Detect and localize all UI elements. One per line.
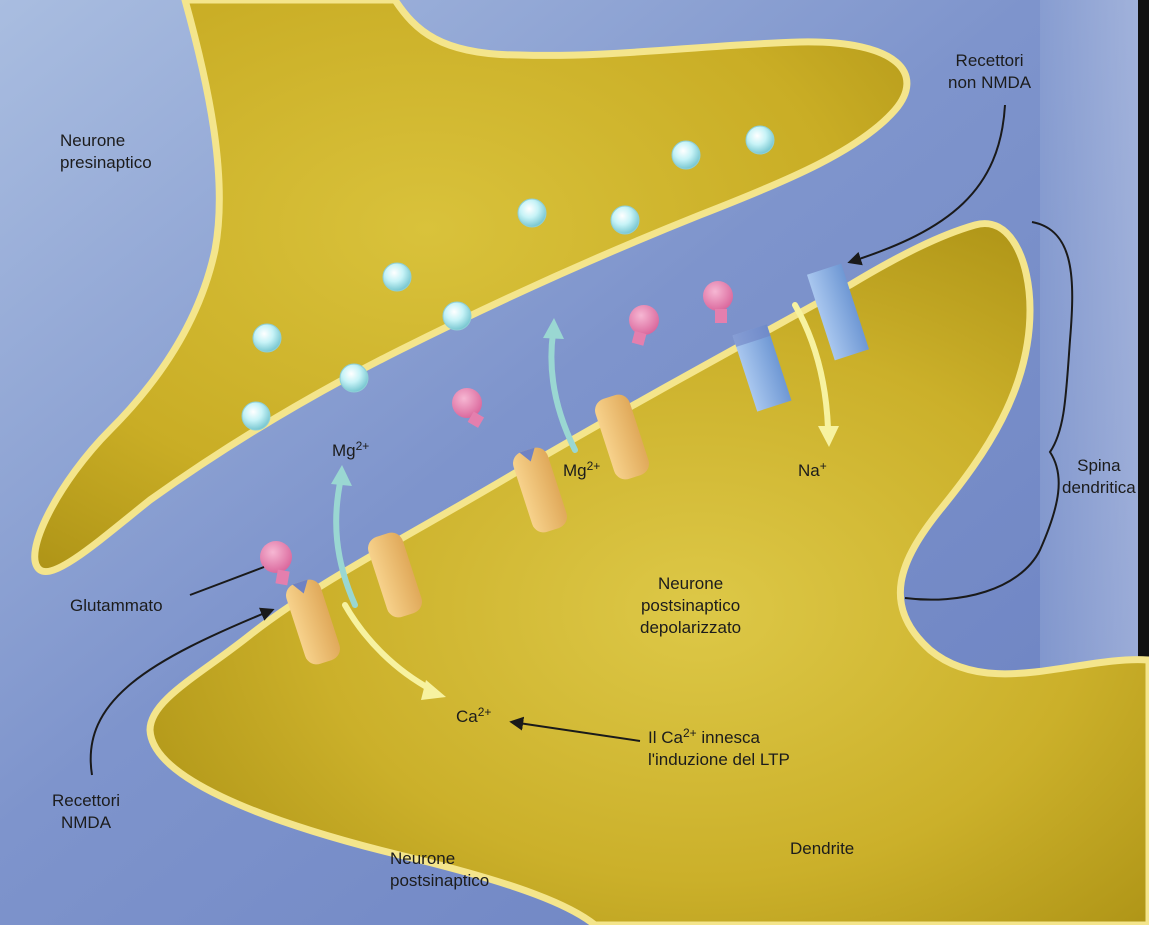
na-ion-label: Na+ bbox=[798, 460, 827, 482]
non-nmda-receptors-label: Recettori non NMDA bbox=[948, 50, 1031, 94]
vesicle bbox=[518, 199, 546, 227]
ion-symbol: Mg bbox=[563, 461, 587, 480]
postsynaptic-neuron-label: Neurone postsinaptico bbox=[390, 848, 489, 892]
ion-charge: + bbox=[820, 459, 827, 473]
label-line: postsinaptico bbox=[390, 870, 489, 892]
vesicle bbox=[672, 141, 700, 169]
ion-symbol: Mg bbox=[332, 441, 356, 460]
mg-ion-label-left: Mg2+ bbox=[332, 440, 369, 462]
label-line: presinaptico bbox=[60, 152, 152, 174]
ion-symbol: Na bbox=[798, 461, 820, 480]
label-line: Neurone bbox=[390, 848, 489, 870]
label-line: dendritica bbox=[1062, 477, 1136, 499]
ion-charge: 2+ bbox=[587, 459, 601, 473]
depolarized-postsynaptic-neuron-label: Neurone postsinaptico depolarizzato bbox=[640, 573, 741, 639]
label-line: Spina bbox=[1062, 455, 1136, 477]
label-line: Il Ca2+ innesca bbox=[648, 727, 790, 749]
label-line: l'induzione del LTP bbox=[648, 749, 790, 771]
nmda-receptors-label: Recettori NMDA bbox=[52, 790, 120, 834]
vesicle bbox=[443, 302, 471, 330]
label-line: NMDA bbox=[52, 812, 120, 834]
ca-ion-label: Ca2+ bbox=[456, 706, 491, 728]
label-line: Recettori bbox=[52, 790, 120, 812]
label-line: Neurone bbox=[640, 573, 741, 595]
dendrite-label: Dendrite bbox=[790, 838, 854, 860]
glutamate-label: Glutammato bbox=[70, 595, 163, 617]
dendritic-spine-label: Spina dendritica bbox=[1062, 455, 1136, 499]
vesicle bbox=[611, 206, 639, 234]
label-line: Neurone bbox=[60, 130, 152, 152]
vesicle bbox=[746, 126, 774, 154]
label-part: 2+ bbox=[683, 726, 697, 740]
vesicle bbox=[383, 263, 411, 291]
label-line: postsinaptico bbox=[640, 595, 741, 617]
label-line: depolarizzato bbox=[640, 617, 741, 639]
presynaptic-neuron-label: Neurone presinaptico bbox=[60, 130, 152, 174]
ion-charge: 2+ bbox=[478, 705, 492, 719]
ion-symbol: Ca bbox=[456, 707, 478, 726]
ion-charge: 2+ bbox=[356, 439, 370, 453]
label-line: Recettori bbox=[948, 50, 1031, 72]
vesicle bbox=[253, 324, 281, 352]
vesicle bbox=[242, 402, 270, 430]
label-part: Il Ca bbox=[648, 728, 683, 747]
vesicle bbox=[340, 364, 368, 392]
mg-ion-label-middle: Mg2+ bbox=[563, 460, 600, 482]
label-line: non NMDA bbox=[948, 72, 1031, 94]
ca-triggers-ltp-label: Il Ca2+ innesca l'induzione del LTP bbox=[648, 727, 790, 771]
label-part: innesca bbox=[697, 728, 760, 747]
